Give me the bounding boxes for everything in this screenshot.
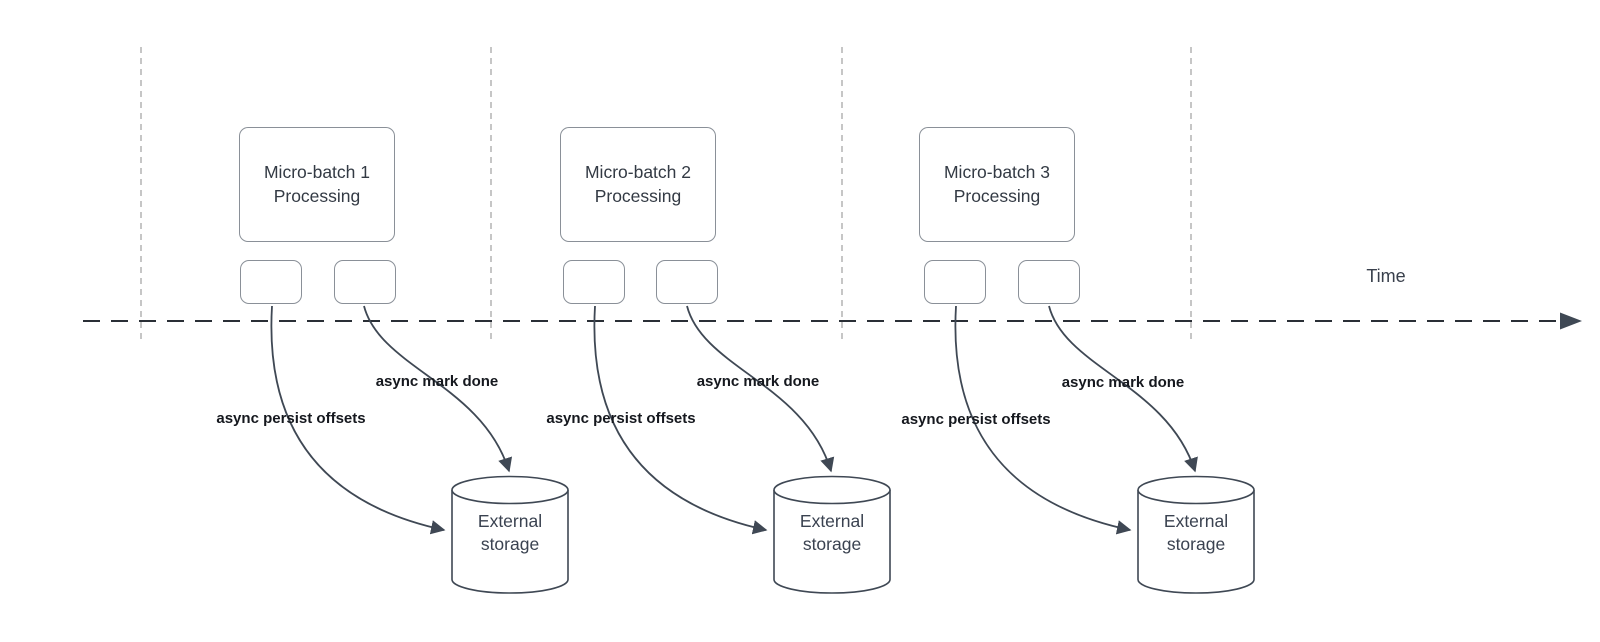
persist-offsets-label-2: async persist offsets: [546, 410, 696, 427]
micro-batch-2-box: Micro-batch 2 Processing: [560, 127, 716, 242]
mark-done-label-1: async mark done: [375, 373, 499, 390]
external-storage-label-3: External storage: [1163, 511, 1229, 554]
micro-batch-1-label: Micro-batch 1 Processing: [263, 162, 370, 206]
mark-done-label-3: async mark done: [1061, 374, 1185, 391]
persist-offsets-task-box-3: [924, 260, 986, 304]
external-storage-label-1: External storage: [477, 511, 543, 554]
micro-batch-3-box: Micro-batch 3 Processing: [919, 127, 1075, 242]
external-storage-cylinder-3: [1137, 475, 1255, 594]
time-axis: [83, 312, 1582, 330]
micro-batch-1-box: Micro-batch 1 Processing: [239, 127, 395, 242]
mark-done-arrow-3: [1048, 305, 1198, 473]
external-storage-cylinder-1: [451, 475, 569, 594]
mark-done-task-box-1: [334, 260, 396, 304]
mark-done-task-box-2: [656, 260, 718, 304]
persist-offsets-arrow-2: [593, 305, 768, 535]
mark-done-arrow-1: [363, 305, 513, 473]
external-storage-cylinders: [451, 475, 1255, 594]
mark-done-label-2: async mark done: [696, 373, 820, 390]
micro-batch-3-label: Micro-batch 3 Processing: [943, 162, 1050, 206]
micro-batch-2-label: Micro-batch 2 Processing: [584, 162, 691, 206]
mark-done-arrow-2: [686, 305, 835, 473]
async-arrows: [270, 305, 1198, 535]
time-axis-label: Time: [1366, 266, 1406, 286]
persist-offsets-arrow-3: [954, 305, 1132, 535]
persist-offsets-label-3: async persist offsets: [901, 411, 1051, 428]
persist-offsets-task-box-1: [240, 260, 302, 304]
mark-done-task-box-3: [1018, 260, 1080, 304]
persist-offsets-label-1: async persist offsets: [216, 410, 366, 427]
external-storage-cylinder-2: [773, 475, 891, 594]
external-storage-label-2: External storage: [799, 511, 865, 554]
time-divider-lines: [140, 47, 1192, 340]
time-axis-arrowhead-icon: [1560, 312, 1582, 330]
persist-offsets-task-box-2: [563, 260, 625, 304]
persist-offsets-arrow-1: [270, 305, 446, 535]
